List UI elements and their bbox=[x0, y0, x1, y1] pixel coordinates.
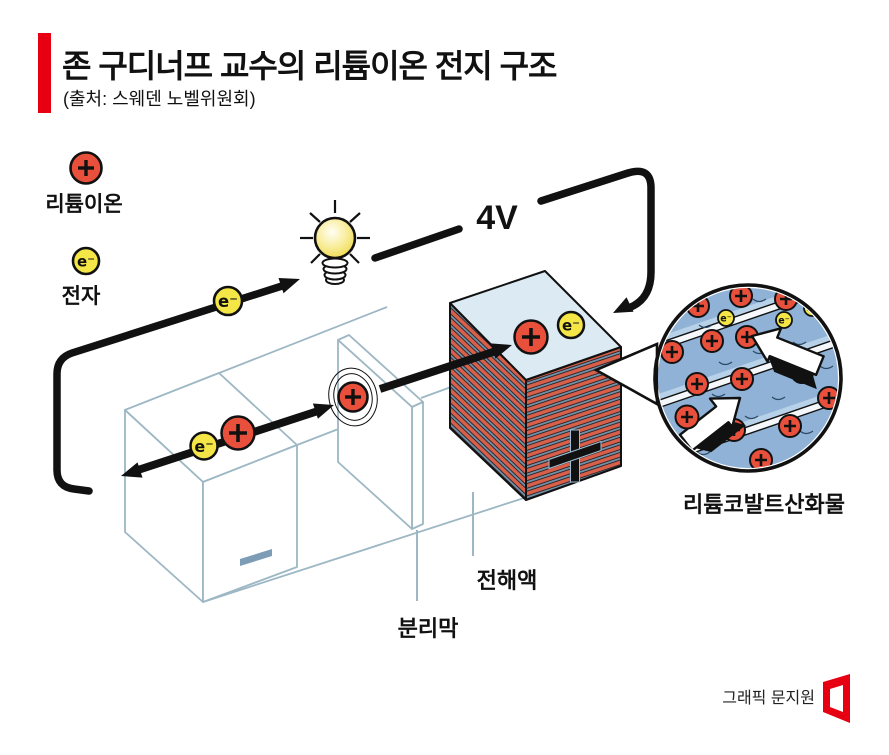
svg-text:e⁻: e⁻ bbox=[218, 292, 238, 311]
electrolyte-label: 전해액 bbox=[477, 568, 538, 593]
electron-icon: e⁻ bbox=[556, 310, 586, 340]
electron-icon: e⁻ bbox=[189, 431, 219, 461]
anode-front-face bbox=[202, 444, 298, 603]
publisher-logo bbox=[823, 674, 850, 723]
magnifier-ring bbox=[653, 283, 843, 473]
callout-tail bbox=[593, 342, 659, 407]
svg-text:e⁻: e⁻ bbox=[720, 314, 731, 325]
texture-waves bbox=[696, 298, 834, 456]
electron-symbol: e⁻ bbox=[77, 253, 95, 271]
svg-text:e⁻: e⁻ bbox=[778, 316, 789, 327]
lithium-ion-label: 리튬이온 bbox=[45, 193, 122, 216]
wire-right bbox=[537, 167, 655, 311]
voltage-label: 4V bbox=[476, 199, 518, 237]
legend: 리튬이온 e⁻ 전자 bbox=[45, 151, 123, 308]
wire-mid-1 bbox=[371, 225, 463, 262]
lithium-ion-icon bbox=[513, 319, 549, 355]
arrowhead-right bbox=[312, 403, 334, 419]
ion-arrival-arrow: e⁻ bbox=[378, 310, 586, 393]
container-bottom-edge bbox=[202, 497, 525, 603]
wire-arrowhead-to-cathode bbox=[613, 297, 634, 313]
electron-icon: e⁻ bbox=[212, 285, 244, 317]
lithium-ion-icon bbox=[674, 404, 700, 430]
electron-symbol: e⁻ bbox=[562, 317, 580, 335]
arrowhead bbox=[490, 343, 512, 359]
electron-icon: e⁻ bbox=[717, 309, 735, 327]
header: 존 구디너프 교수의 리튬이온 전지 구조 (출처: 스웨덴 노벨위원회) bbox=[38, 33, 558, 113]
credit-label: 그래픽 문지원 bbox=[722, 689, 815, 707]
separator-label: 분리막 bbox=[398, 616, 459, 641]
wire-arrowhead-to-bulb bbox=[278, 278, 300, 294]
light-bulb-icon bbox=[300, 200, 370, 285]
anode-minus-sign bbox=[240, 549, 272, 566]
electron-label: 전자 bbox=[62, 285, 101, 308]
arrowhead-left bbox=[121, 462, 143, 478]
separator-side-edge bbox=[411, 401, 424, 530]
label-pointers bbox=[416, 492, 474, 601]
page-title: 존 구디너프 교수의 리튬이온 전지 구조 bbox=[62, 48, 557, 84]
cathode-material-label: 리튬코발트산화물 bbox=[683, 492, 845, 517]
ion-flow-arrow: e⁻ bbox=[121, 403, 334, 478]
electron-icon: e⁻ bbox=[71, 246, 101, 276]
container-front-rim bbox=[296, 386, 452, 446]
cathode-plus-sign bbox=[548, 429, 602, 483]
anode-box bbox=[124, 372, 298, 603]
lithium-ion-icon bbox=[220, 415, 256, 451]
magnifier-content: e⁻ e⁻ e⁻ bbox=[658, 288, 838, 468]
cathode-block bbox=[449, 270, 622, 501]
circuit-wire bbox=[53, 167, 655, 495]
separator-plate bbox=[337, 334, 424, 530]
ion-in-arrow bbox=[678, 396, 746, 453]
lithium-ion-icon bbox=[69, 151, 103, 185]
electron-in-arrow bbox=[750, 327, 825, 390]
electron-symbol: e⁻ bbox=[194, 437, 213, 456]
wire-left bbox=[53, 282, 286, 495]
footer: 그래픽 문지원 bbox=[722, 674, 850, 723]
source-label: (출처: 스웨덴 노벨위원회) bbox=[63, 89, 256, 109]
ion-through-separator bbox=[328, 367, 378, 427]
title-accent-bar bbox=[38, 33, 51, 113]
